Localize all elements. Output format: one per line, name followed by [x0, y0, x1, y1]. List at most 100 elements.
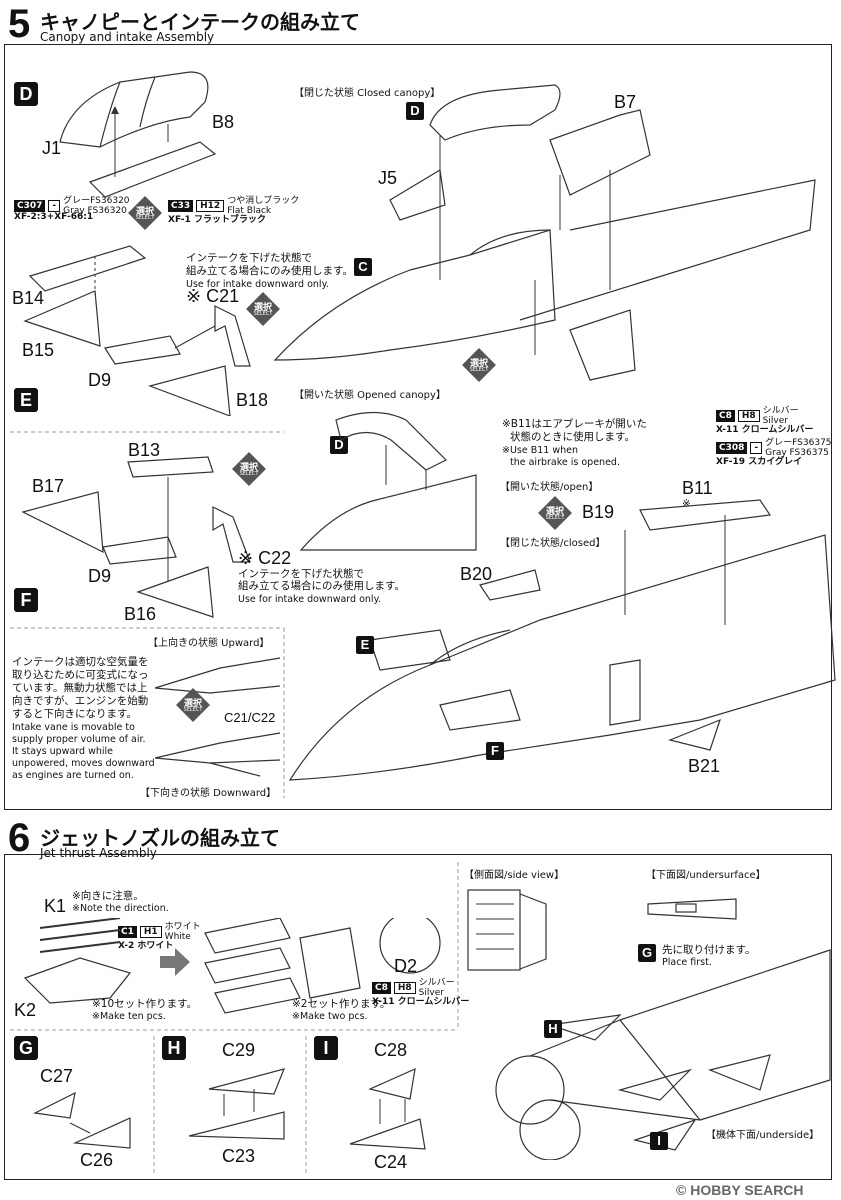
paint-c8-a-line: X-11 クロームシルバー — [716, 425, 814, 435]
note-place-first-en: Place first. — [662, 957, 712, 968]
label-c21-c22: C21/C22 — [224, 710, 276, 725]
label-b18: B18 — [236, 390, 269, 410]
label-b15: B15 — [22, 340, 55, 360]
state-opened-canopy: 【開いた状態 Opened canopy】 — [294, 390, 446, 401]
paint-c33-line: XF-1 フラットブラック — [168, 215, 266, 225]
label-d9-e: D9 — [88, 370, 112, 390]
note-vane-jp4: 向きですが、エンジンを始動 — [12, 695, 149, 707]
note-vane-en5: as engines are turned on. — [12, 770, 134, 781]
intake-e-drawing — [23, 245, 251, 416]
note-vane-en1: Intake vane is movable to — [12, 722, 135, 733]
paint-num: - — [750, 442, 763, 454]
paint-num: H12 — [196, 200, 225, 212]
step6-number: 6 — [8, 816, 31, 860]
label-j5: J5 — [378, 168, 398, 188]
note-two-jp: ※2セット作ります。 — [292, 998, 391, 1010]
label-k2: K2 — [14, 1000, 37, 1020]
watermark-hobbysearch: © HOBBY SEARCH — [676, 1182, 804, 1198]
state-side-view: 【側面図/side view】 — [464, 870, 565, 881]
paint-code: C308 — [716, 442, 748, 454]
label-b13: B13 — [128, 440, 161, 460]
letter-i-1: I — [314, 1036, 338, 1060]
paint-en: Gray FS36320 — [63, 206, 127, 216]
letter-f-2: F — [486, 742, 504, 760]
paint-code: C307 — [14, 200, 46, 212]
step5-frame — [4, 44, 832, 810]
letter-f-1: F — [14, 588, 38, 612]
state-underside: 【機体下面/underside】 — [706, 1130, 820, 1141]
paint-jp: つや消しブラック — [227, 196, 300, 206]
paint-code: C8 — [716, 410, 735, 422]
letter-i-2: I — [650, 1132, 668, 1150]
paint-en: Flat Black — [227, 206, 272, 216]
state-open: 【開いた状態/open】 — [500, 482, 599, 493]
paint-c307-line: XF-2:3+XF-66:1 — [14, 212, 94, 222]
letter-g-2: G — [14, 1036, 38, 1060]
letter-e-1: E — [14, 388, 38, 412]
paint-en: White — [164, 932, 191, 942]
note-vane-jp2: 取り込むために可変式になっ — [12, 669, 149, 681]
label-c21: ※ C21 — [186, 286, 240, 306]
label-b16: B16 — [124, 604, 157, 624]
label-c23: C23 — [222, 1146, 256, 1166]
note-vane-en2: supply proper volume of air. — [12, 734, 146, 745]
watermark-copyright: © — [676, 1182, 687, 1198]
step5-subtitle: Canopy and intake Assembly — [40, 30, 215, 44]
paint-c1-line: X-2 ホワイト — [118, 941, 174, 951]
closed-canopy-aircraft-drawing — [273, 84, 816, 381]
label-c22: ※ C22 — [238, 548, 292, 568]
label-d2: D2 — [394, 956, 418, 976]
step6-subtitle: Jet thrust Assembly — [40, 846, 157, 860]
letter-h-1: H — [162, 1036, 186, 1060]
label-c28: C28 — [374, 1040, 408, 1060]
note-place-first-jp: 先に取り付けます。 — [662, 944, 756, 956]
paint-code: C33 — [168, 200, 194, 212]
paint-jp: グレーFS36375 — [765, 438, 832, 448]
c24-c28-drawing — [349, 1067, 426, 1150]
note-b11-jp2: 状態のときに使用します。 — [510, 431, 635, 443]
note-intake-c21-jp2: 組み立てる場合にのみ使用します。 — [186, 265, 353, 277]
opened-canopy-drawing — [299, 411, 477, 551]
paint-jp: グレーFS36320 — [63, 196, 130, 206]
label-b11-mark: ※ — [682, 498, 691, 510]
intake-f-drawing — [21, 456, 251, 618]
state-closed-canopy: 【閉じた状態 Closed canopy】 — [294, 88, 441, 99]
state-undersurface: 【下面図/undersurface】 — [646, 870, 766, 881]
label-c24: C24 — [374, 1152, 408, 1172]
paint-num: - — [48, 200, 61, 212]
note-b11-en1: ※Use B11 when — [502, 445, 579, 456]
paint-jp: シルバー — [418, 978, 455, 988]
label-c29: C29 — [222, 1040, 256, 1060]
label-c26: C26 — [80, 1150, 114, 1170]
letter-c: C — [354, 258, 372, 276]
note-intake-c22-jp1: インテークを下げた状態で — [238, 568, 364, 580]
label-b7: B7 — [614, 92, 637, 112]
label-b11: B11 — [682, 478, 713, 498]
side-view-drawing — [467, 889, 547, 971]
paint-en: Silver — [418, 988, 444, 998]
note-intake-c22-en: Use for intake downward only. — [238, 594, 381, 605]
letter-d-2: D — [406, 102, 424, 120]
letter-d-3: D — [330, 436, 348, 454]
note-direction-en: ※Note the direction. — [72, 903, 169, 914]
note-intake-c21-jp1: インテークを下げた状態で — [186, 252, 312, 264]
paint-c308-line: XF-19 スカイグレイ — [716, 457, 803, 467]
paint-en: Silver — [762, 416, 788, 426]
letter-d-1: D — [14, 82, 38, 106]
c23-c29-drawing — [188, 1068, 286, 1140]
paint-jp: シルバー — [762, 406, 799, 416]
note-two-en: ※Make two pcs. — [292, 1011, 368, 1022]
step6-frame — [4, 854, 832, 1180]
label-b20: B20 — [460, 564, 493, 584]
